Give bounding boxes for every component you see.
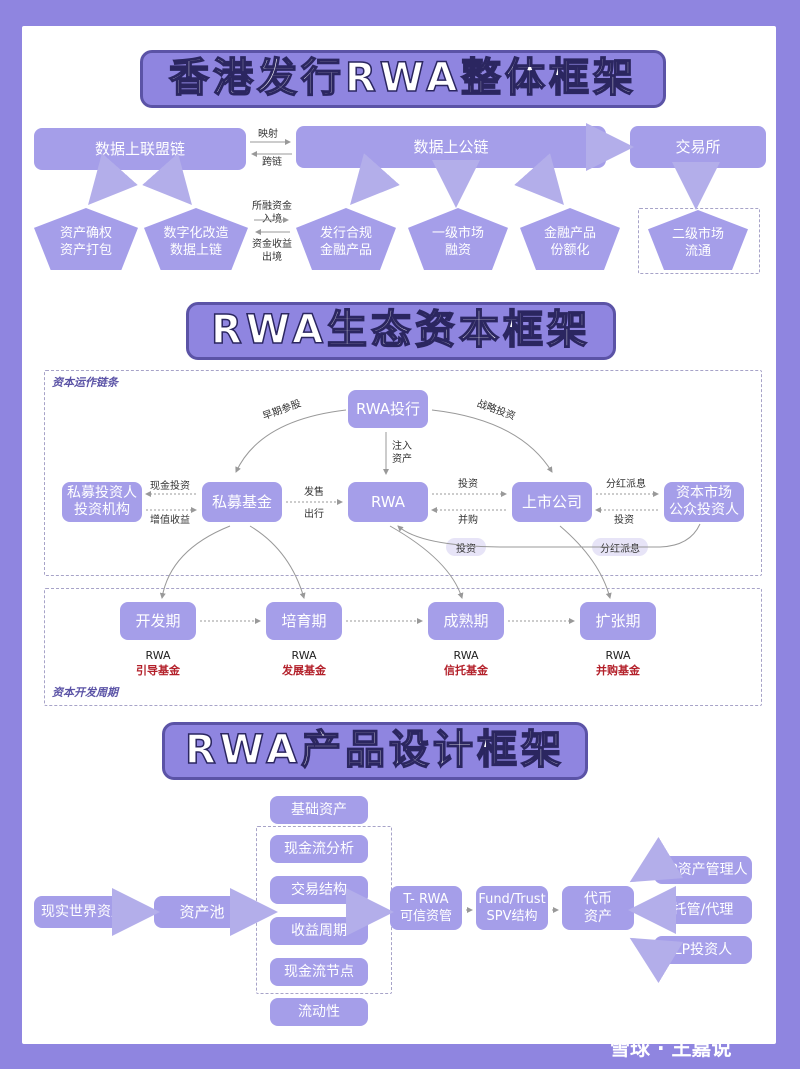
stage-dev-label: RWA 引导基金 xyxy=(113,648,203,678)
stage-expand-label: RWA 并购基金 xyxy=(573,648,663,678)
stage-mature: 成熟期 xyxy=(428,602,504,640)
value-gain-label: 增值收益 xyxy=(150,515,190,526)
stage-dev-fund: 引导基金 xyxy=(136,664,180,677)
trwa-box: T- RWA 可信资管 xyxy=(390,886,462,930)
stage-cultivate: 培育期 xyxy=(266,602,342,640)
inject-line2: 资产 xyxy=(392,454,412,465)
invest-label: 投资 xyxy=(458,479,478,490)
stage-mature-fund: 信托基金 xyxy=(444,664,488,677)
capital-chain-tag: 资本运作链条 xyxy=(52,376,118,389)
title-hk-rwa-framework: 香港发行RWA整体框架 xyxy=(140,50,666,108)
watermark: 雪球 · 王嘉说 xyxy=(610,1036,732,1060)
issue-label: 发售 xyxy=(304,487,324,498)
invest-pill: 投资 xyxy=(446,538,486,556)
title-rwa-product-framework: RWA产品设计框架 xyxy=(162,722,588,780)
private-investors-box: 私募投资人 投资机构 xyxy=(62,482,142,522)
stage-expand-rwa: RWA xyxy=(605,649,631,662)
funds-out-line2: 出境 xyxy=(262,252,282,263)
stage-mature-rwa: RWA xyxy=(453,649,479,662)
rwa-investbank-box: RWA投行 xyxy=(348,390,428,428)
stage-dev-rwa: RWA xyxy=(145,649,171,662)
token-asset-box: 代币 资产 xyxy=(562,886,634,930)
funds-out-label: 资金收益 出境 xyxy=(240,238,304,264)
alliance-chain-box: 数据上联盟链 xyxy=(34,128,246,170)
stage-cultivate-fund: 发展基金 xyxy=(282,664,326,677)
inject-line1: 注入 xyxy=(392,441,412,452)
stage-mature-label: RWA 信托基金 xyxy=(421,648,511,678)
item-base-asset: 基础资产 xyxy=(270,796,368,824)
cross-label: 跨链 xyxy=(262,157,282,168)
map-label: 映射 xyxy=(258,129,278,140)
out-label: 出行 xyxy=(304,509,324,520)
item-liquidity: 流动性 xyxy=(270,998,368,1026)
exchange-box: 交易所 xyxy=(630,126,766,168)
title-rwa-capital-framework: RWA生态资本框架 xyxy=(186,302,616,360)
capital-chain-frame xyxy=(44,370,762,576)
item-cashflow-analysis: 现金流分析 xyxy=(270,835,368,863)
public-investors-box: 资本市场 公众投资人 xyxy=(664,482,744,522)
stage-expand: 扩张期 xyxy=(580,602,656,640)
item-cashflow-nodes: 现金流节点 xyxy=(270,958,368,986)
listed-company-box: 上市公司 xyxy=(512,482,592,522)
cash-invest-label: 现金投资 xyxy=(150,481,190,492)
rwa-box: RWA xyxy=(348,482,428,522)
funds-out-line1: 资金收益 xyxy=(252,239,292,250)
stage-cultivate-rwa: RWA xyxy=(291,649,317,662)
dividend-label: 分红派息 xyxy=(606,479,646,490)
private-fund-box: 私募基金 xyxy=(202,482,282,522)
capital-cycle-frame xyxy=(44,588,762,706)
funds-in-line1: 所融资金 xyxy=(252,201,292,212)
stage-cultivate-label: RWA 发展基金 xyxy=(259,648,349,678)
capital-cycle-tag: 资本开发周期 xyxy=(52,686,118,699)
invest2-label: 投资 xyxy=(614,515,634,526)
stage-expand-fund: 并购基金 xyxy=(596,664,640,677)
spv-box: Fund/Trust SPV结构 xyxy=(476,886,548,930)
inject-asset-label: 注入 资产 xyxy=(392,440,412,466)
stage-dev: 开发期 xyxy=(120,602,196,640)
merge-label: 并购 xyxy=(458,515,478,526)
